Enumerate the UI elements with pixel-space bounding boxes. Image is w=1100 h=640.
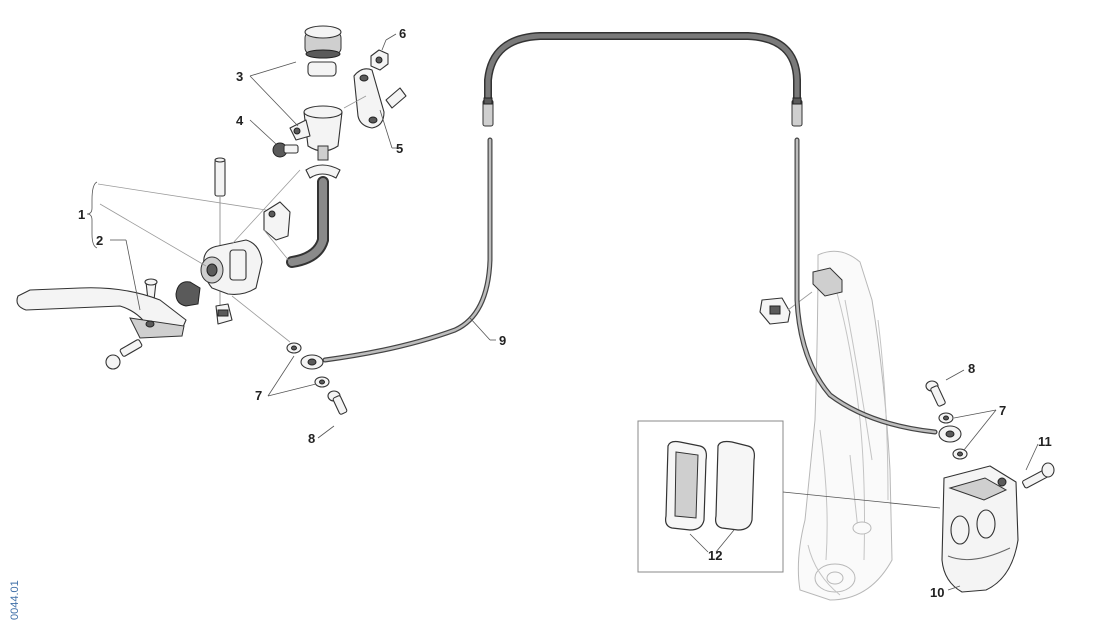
hose-guide-clamp bbox=[759, 267, 843, 325]
callout-2: 2 bbox=[96, 233, 103, 248]
brake-fluid-reservoir bbox=[289, 25, 343, 161]
banjo-bolt-bottom bbox=[925, 380, 946, 407]
callout-4: 4 bbox=[236, 113, 244, 128]
callout-10: 10 bbox=[930, 585, 944, 600]
callout-5: 5 bbox=[396, 141, 403, 156]
callout-labels: 1 2 3 4 5 6 7 7 8 8 9 10 11 12 bbox=[78, 26, 1052, 600]
brake-hose bbox=[300, 32, 962, 443]
banjo-bolt-top bbox=[327, 390, 348, 415]
callout-7-bottom: 7 bbox=[999, 403, 1006, 418]
banjo-washers-bottom bbox=[938, 412, 968, 460]
brake-caliper bbox=[941, 465, 1019, 593]
figure-code: 0044.01 bbox=[9, 580, 21, 620]
callout-9: 9 bbox=[499, 333, 506, 348]
callout-8-top: 8 bbox=[308, 431, 315, 446]
callout-12: 12 bbox=[708, 548, 722, 563]
brake-lever bbox=[16, 287, 187, 370]
callout-8-bottom: 8 bbox=[968, 361, 975, 376]
callout-1: 1 bbox=[78, 207, 85, 222]
caliper-bolt bbox=[1022, 462, 1055, 489]
master-cylinder bbox=[200, 157, 291, 325]
reservoir-hose bbox=[286, 164, 341, 268]
callout-7-top: 7 bbox=[255, 388, 262, 403]
callout-6: 6 bbox=[399, 26, 406, 41]
screw bbox=[272, 142, 299, 158]
dust-boot bbox=[144, 278, 201, 307]
callout-11: 11 bbox=[1038, 434, 1052, 449]
callout-3: 3 bbox=[236, 69, 243, 84]
nut bbox=[370, 49, 389, 71]
front-fork-ghost bbox=[797, 250, 893, 601]
reservoir-bracket bbox=[353, 68, 407, 129]
leader-lines bbox=[86, 33, 1039, 591]
brake-pads-inset bbox=[637, 420, 941, 573]
banjo-washers-top bbox=[286, 342, 330, 388]
